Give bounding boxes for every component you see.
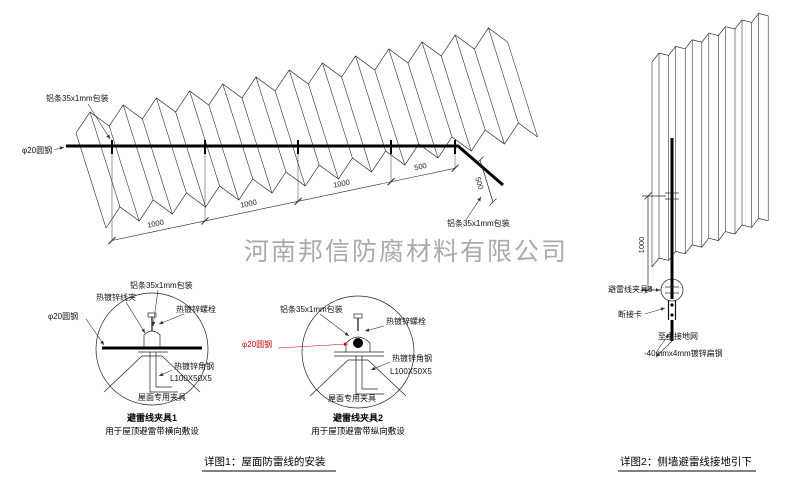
- d1-subtitle: 用于屋顶避雷带横向敷设: [105, 426, 199, 436]
- leader-strip-top: [87, 103, 111, 140]
- roof-side-dimension: [476, 156, 497, 206]
- to-ground-arrow: [655, 340, 673, 358]
- wall-dimension: 1000: [637, 192, 666, 294]
- wall-down-lead: [655, 138, 684, 358]
- leader-round-steel: [53, 146, 65, 151]
- roof-round-steel-label: φ20圆钢: [22, 145, 52, 155]
- detail-bubble-1: [95, 292, 209, 406]
- leader-strip-right: [465, 196, 482, 221]
- detail-circle-1: 热镀锌线夹 铝条35x1mm包装 热镀锌螺栓 φ20圆钢 热镀锌角钢 L100X…: [48, 280, 216, 436]
- d2-bolt-label: 热镀锌螺栓: [386, 316, 426, 326]
- roof-strip-label-right: 铝条35x1mm包装: [447, 218, 510, 228]
- d2-roof-clamp-label: 屋面专用夹具: [328, 393, 376, 403]
- wire-clip-shape: [143, 330, 161, 348]
- d2-angle-label: 热镀锌角钢: [392, 353, 432, 363]
- d2-angle-size-label: L100X50X5: [390, 367, 432, 376]
- detail-circle-2: 铝条35x1mm包装 热镀锌螺栓 φ20圆钢 热镀锌角钢 L100X50X5 屋…: [242, 295, 432, 436]
- caption-detail-1: 详图1：屋面防雷线的安装: [204, 455, 326, 468]
- roof-clamps-and-dimension-chain: [108, 140, 459, 245]
- d1-angle-size-label: L100X50X5: [170, 374, 212, 383]
- d1-title: 避雷线夹具1: [127, 412, 177, 423]
- d1-angle-label: 热镀锌角钢: [174, 361, 214, 371]
- angle-steel-shape-2: [355, 356, 384, 395]
- roof-dim-1000-a: 1000: [146, 217, 164, 229]
- bolt-nut: [147, 312, 157, 318]
- d1-round-steel-label: φ20圆钢: [48, 311, 78, 321]
- d2-strip-label: 铝条35x1mm包装: [280, 304, 343, 314]
- wall-dim-1000: 1000: [637, 237, 646, 254]
- d1-bolt-label: 热镀锌螺栓: [176, 304, 216, 314]
- roof-strip-label-top: 铝条35x1mm包装: [46, 93, 109, 103]
- angle-steel-shape: [149, 352, 178, 393]
- bolt-nut-2: [353, 313, 363, 319]
- roof-dim-side-500: 500: [473, 176, 485, 191]
- wall-corrugated-panel: [651, 13, 769, 268]
- wall-disconnect-label: 断接卡: [618, 309, 642, 319]
- company-watermark: 河南邦信防腐材料有限公司: [244, 238, 568, 266]
- wall-clamp3-label: 避雷线夹具3: [608, 284, 653, 294]
- wire-cross-section: [353, 338, 363, 348]
- d2-round-steel-label: φ20圆钢: [242, 339, 272, 349]
- roof-corrugated-panel: [75, 27, 538, 229]
- roof-dim-1000-b: 1000: [239, 197, 257, 209]
- wall-to-ground-label: 至主接地网: [658, 331, 698, 341]
- d1-wire-clip-label: 热镀锌线夹: [96, 292, 136, 302]
- d1-strip-label: 铝条35x1mm包装: [130, 280, 193, 290]
- caption-detail-2: 详图2：侧墙避雷线接地引下: [620, 455, 752, 468]
- roof-dim-500: 500: [413, 161, 427, 172]
- lightning-wire-roof: [66, 144, 504, 187]
- roof-dim-1000-c: 1000: [332, 177, 350, 189]
- d1-roof-clamp-label: 屋面专用夹具: [138, 392, 186, 402]
- d2-subtitle: 用于屋顶避雷带纵向敷设: [311, 426, 405, 436]
- detail-bubble-2: [301, 295, 415, 409]
- wall-flat-steel-label: -40mmx4mm镀锌扁钢: [644, 348, 723, 358]
- d2-title: 避雷线夹具2: [333, 412, 383, 423]
